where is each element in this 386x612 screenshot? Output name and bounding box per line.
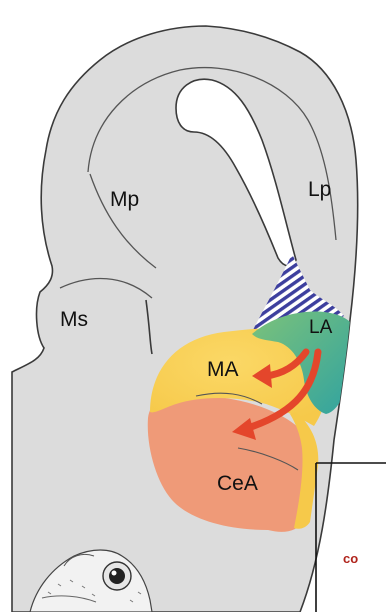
label-la: LA bbox=[309, 317, 333, 338]
label-mp: Mp bbox=[110, 188, 139, 211]
label-ma: MA bbox=[207, 358, 239, 381]
label-cea: CeA bbox=[217, 472, 258, 495]
inset-text-fragment: co bbox=[343, 551, 358, 566]
label-ms: Ms bbox=[60, 308, 88, 331]
label-lp: Lp bbox=[308, 178, 331, 201]
